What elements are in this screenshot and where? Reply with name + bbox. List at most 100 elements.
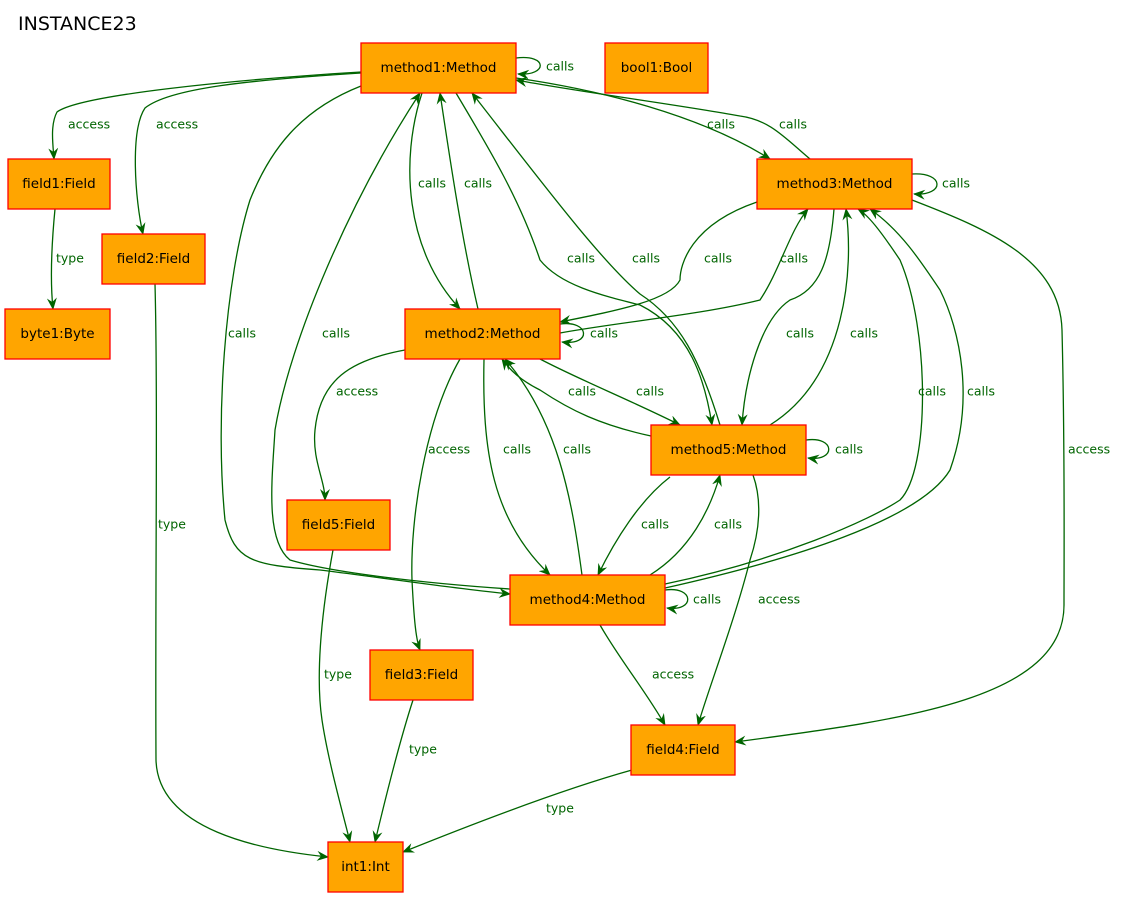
edge-method2-calls-method5 (539, 358, 681, 426)
edge-method2-access-field5 (313, 349, 406, 501)
node-field5: field5:Field (286, 499, 391, 551)
node-box (7, 158, 111, 210)
edge-method4-calls-method3 (664, 208, 964, 589)
node-label: method1:Method (381, 60, 497, 76)
node-byte1: byte1:Byte (4, 308, 111, 360)
edge-label-calls: calls (641, 517, 669, 532)
edge-label-type: type (324, 667, 352, 682)
edge-label-calls: calls (780, 251, 808, 266)
edge-label-calls: calls (546, 59, 574, 74)
edge-field5-type-int1 (318, 549, 353, 843)
node-label: method4:Method (530, 592, 646, 608)
edge-method3-calls-method1 (515, 77, 811, 160)
edge-label-calls: calls (228, 326, 256, 341)
node-label: method3:Method (777, 176, 893, 192)
node-method1: method1:Method (360, 42, 517, 94)
node-box (327, 841, 404, 893)
node-box (630, 724, 736, 776)
edge-method3-calls-method2 (559, 201, 758, 325)
edge-label-calls: calls (835, 442, 863, 457)
edge-method3-calls-method5 (737, 208, 835, 426)
edge-label-calls: calls (779, 117, 807, 132)
node-label: field4:Field (646, 742, 719, 758)
edge-field3-type-int1 (372, 699, 414, 843)
node-box (286, 499, 391, 551)
edge-label-type: type (56, 251, 84, 266)
edge-label-calls: calls (704, 251, 732, 266)
node-field2: field2:Field (101, 233, 206, 285)
edge-method5-calls-method4 (597, 476, 671, 576)
edge-label-access: access (156, 117, 198, 132)
edge-method2-calls-method2 (559, 322, 585, 349)
edge-label-calls: calls (636, 384, 664, 399)
edge-method1-calls-method1 (515, 56, 541, 80)
node-box (360, 42, 517, 94)
node-bool1: bool1:Bool (604, 42, 709, 94)
node-label: method5:Method (671, 442, 787, 458)
node-box (369, 649, 474, 701)
node-label: int1:Int (341, 859, 390, 875)
edge-label-access: access (758, 592, 800, 607)
edge-field2-type-int1 (154, 283, 329, 861)
edge-label-calls: calls (563, 442, 591, 457)
edge-method5-calls-method1 (471, 92, 721, 426)
edge-label-calls: calls (632, 251, 660, 266)
node-box (756, 158, 913, 210)
node-label: bool1:Bool (621, 60, 693, 76)
edge-field1-type-byte1 (46, 208, 57, 310)
edge-method3-calls-method3 (911, 173, 938, 200)
edge-method4-calls-method2 (504, 358, 583, 576)
edge-label-calls: calls (418, 176, 446, 191)
edge-label-calls: calls (714, 517, 742, 532)
edge-method4-calls-method5 (649, 474, 722, 576)
node-label: field5:Field (302, 517, 375, 533)
edge-label-calls: calls (322, 326, 350, 341)
diagram-title: INSTANCE23 (18, 13, 137, 35)
edge-method1-calls-method2 (409, 92, 461, 310)
node-label: byte1:Byte (20, 326, 94, 342)
edge-label-calls: calls (786, 326, 814, 341)
node-box (4, 308, 111, 360)
edge-label-access: access (68, 117, 110, 132)
edge-label-calls: calls (464, 176, 492, 191)
edge-label-calls: calls (918, 384, 946, 399)
edge-label-access: access (336, 384, 378, 399)
edge-method5-access-field4 (696, 474, 760, 726)
edge-method4-calls-method1 (271, 92, 511, 590)
edge-label-calls: calls (568, 384, 596, 399)
node-box (509, 574, 666, 626)
node-field3: field3:Field (369, 649, 474, 701)
node-method4: method4:Method (509, 574, 666, 626)
edge-method3-access-field4 (734, 199, 1065, 746)
node-box (101, 233, 206, 285)
edge-label-calls: calls (707, 117, 735, 132)
edge-field4-type-int1 (402, 769, 633, 853)
node-int1: int1:Int (327, 841, 404, 893)
edge-method1-access-field1 (48, 71, 362, 160)
edge-labels-layer: calls access access type type calls calls calls… (56, 59, 1110, 816)
edge-label-type: type (546, 801, 574, 816)
edge-method4-access-field4 (599, 624, 666, 726)
edge-method5-calls-method3 (769, 208, 853, 426)
edge-method2-calls-method3 (559, 208, 809, 334)
node-method3: method3:Method (756, 158, 913, 210)
edge-label-access: access (652, 667, 694, 682)
edge-method1-access-field2 (134, 72, 362, 235)
edges-layer (46, 56, 1065, 861)
edge-method1-calls-method5 (455, 92, 716, 426)
edge-label-calls: calls (693, 592, 721, 607)
node-label: field3:Field (385, 667, 458, 683)
nodes-layer: method1:Method bool1:Bool method3:Method fi… (4, 42, 913, 893)
edge-label-type: type (409, 742, 437, 757)
edge-label-type: type (158, 517, 186, 532)
node-field1: field1:Field (7, 158, 111, 210)
node-field4: field4:Field (630, 724, 736, 776)
edge-method4-calls-method4 (664, 588, 689, 615)
edge-method4-calls-method3 (664, 208, 924, 585)
node-box (650, 424, 807, 476)
edge-label-access: access (428, 442, 470, 457)
edge-method2-calls-method1 (436, 92, 479, 310)
edge-label-calls: calls (590, 326, 618, 341)
edge-method2-access-field3 (411, 358, 461, 651)
